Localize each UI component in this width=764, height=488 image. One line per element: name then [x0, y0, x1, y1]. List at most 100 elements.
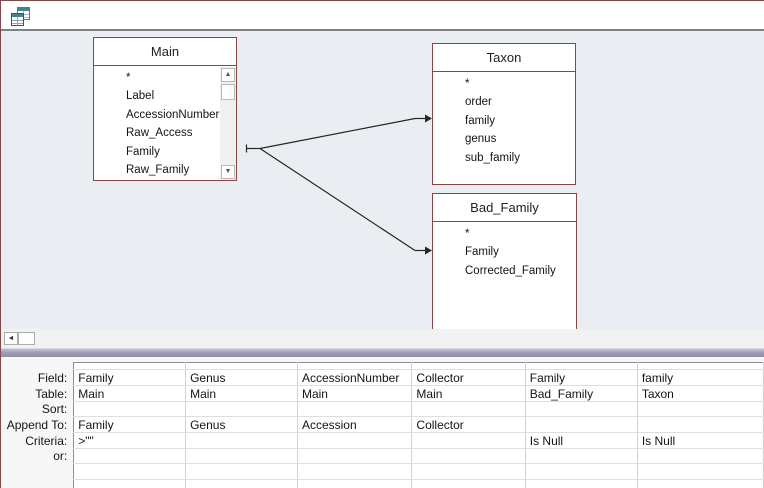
grid-cell-or-col2[interactable] [185, 448, 298, 464]
query-window-title-strip [1, 1, 764, 29]
column-selector-col3[interactable] [297, 362, 413, 370]
column-selector-col2[interactable] [185, 362, 298, 370]
table-field-item[interactable]: Corrected_Family [465, 264, 556, 277]
table-field-item[interactable]: AccessionNumber [126, 108, 220, 121]
scroll-up-icon: ▲ [224, 71, 232, 78]
field-list-title-main[interactable]: Main [94, 38, 236, 66]
join-line-main-badfamily[interactable] [259, 147, 416, 252]
grid-cell-field-col6[interactable]: family [637, 369, 764, 386]
design-pane-horizontal-scrollbar[interactable]: ◄ [1, 329, 764, 348]
scroll-thumb[interactable] [221, 84, 235, 100]
column-selector-col6[interactable] [637, 362, 764, 370]
empty-row-col4[interactable] [411, 463, 526, 480]
grid-cell-sort-col2[interactable] [185, 401, 298, 417]
grid-cell-sort-col5[interactable] [525, 401, 638, 417]
grid-row-label [1, 464, 74, 480]
grid-cell-table-col4[interactable]: Main [411, 385, 526, 402]
column-selector-col5[interactable] [525, 362, 638, 370]
grid-row-label: Criteria: [25, 433, 68, 448]
grid-cell-field-col4[interactable]: Collector [411, 369, 526, 386]
grid-cell-table-col5[interactable]: Bad_Family [525, 385, 638, 402]
grid-row-label: Field: [37, 370, 68, 385]
grid-cell-sort-col4[interactable] [411, 401, 526, 417]
grid-cell-field-col5[interactable]: Family [525, 369, 638, 386]
grid-row-label [1, 480, 74, 488]
table-field-item[interactable]: Family [126, 145, 160, 158]
empty-row-col2[interactable] [185, 479, 298, 488]
grid-row-label: or: [53, 449, 68, 463]
table-field-item[interactable]: Raw_Access [126, 127, 193, 140]
grid-cell-sort-col3[interactable] [297, 401, 413, 417]
grid-row-label: Sort: [41, 402, 68, 416]
grid-cell-table-col2[interactable]: Main [185, 385, 298, 402]
empty-row-col4[interactable] [411, 479, 526, 488]
column-selector-col1[interactable] [73, 362, 187, 370]
grid-cell-field-col2[interactable]: Genus [185, 369, 298, 386]
scroll-left-button[interactable]: ◄ [4, 332, 18, 345]
grid-cell-append_to-col2[interactable]: Genus [185, 416, 298, 433]
table-field-item[interactable]: family [465, 114, 496, 127]
grid-cell-append_to-col6[interactable] [637, 416, 764, 433]
empty-row-col2[interactable] [185, 463, 298, 480]
grid-cell-table-col1[interactable]: Main [73, 385, 187, 402]
empty-row-col5[interactable] [525, 479, 638, 488]
grid-cell-sort-col6[interactable] [637, 401, 764, 417]
table-field-item[interactable]: * [465, 78, 470, 90]
pane-splitter[interactable] [1, 348, 764, 357]
field-list-title-bad-family[interactable]: Bad_Family [433, 194, 576, 222]
grid-row-label: Append To: [6, 417, 68, 432]
grid-cell-criteria-col5[interactable]: Is Null [525, 432, 638, 449]
grid-cell-append_to-col4[interactable]: Collector [411, 416, 526, 433]
horizontal-scroll-thumb[interactable] [18, 332, 35, 345]
grid-cell-or-col1[interactable] [73, 448, 187, 464]
scroll-up-button[interactable]: ▲ [221, 68, 235, 82]
grid-cell-criteria-col3[interactable] [297, 432, 413, 449]
grid-cell-or-col3[interactable] [297, 448, 413, 464]
join-arrowhead-taxon [425, 114, 432, 123]
grid-cell-table-col3[interactable]: Main [297, 385, 413, 402]
empty-row-col5[interactable] [525, 463, 638, 480]
empty-row-col1[interactable] [73, 463, 187, 480]
field-list-taxon[interactable]: Taxon * order family genus sub_family [432, 43, 576, 185]
grid-cell-append_to-col1[interactable]: Family [73, 416, 187, 433]
table-field-item[interactable]: genus [465, 133, 497, 146]
grid-cell-criteria-col2[interactable] [185, 432, 298, 449]
empty-row-col6[interactable] [637, 479, 764, 488]
grid-cell-append_to-col3[interactable]: Accession [297, 416, 413, 433]
join-lines[interactable] [1, 31, 764, 329]
grid-cell-criteria-col4[interactable] [411, 432, 526, 449]
grid-cell-table-col6[interactable]: Taxon [637, 385, 764, 402]
empty-row-col3[interactable] [297, 479, 413, 488]
grid-cell-or-col4[interactable] [411, 448, 526, 464]
empty-row-col1[interactable] [73, 479, 187, 488]
table-field-item[interactable]: order [465, 96, 492, 109]
grid-cell-sort-col1[interactable] [73, 401, 187, 417]
scroll-down-button[interactable]: ▼ [221, 165, 235, 179]
grid-cell-criteria-col6[interactable]: Is Null [637, 432, 764, 449]
grid-cell-append_to-col5[interactable] [525, 416, 638, 433]
column-selector-col4[interactable] [411, 362, 526, 370]
main-fields-scrollbar[interactable]: ▲ ▼ [220, 67, 236, 180]
table-field-item[interactable]: Label [126, 90, 155, 103]
query-tables-icon [11, 7, 30, 26]
table-field-item[interactable]: * [465, 228, 470, 240]
field-list-title-taxon[interactable]: Taxon [433, 44, 575, 72]
join-line-main-taxon[interactable] [259, 117, 416, 150]
grid-cell-or-col6[interactable] [637, 448, 764, 464]
grid-cell-field-col1[interactable]: Family [73, 369, 187, 386]
grid-cell-criteria-col1[interactable]: >"" [73, 432, 187, 449]
table-field-item[interactable]: Raw_Family [126, 164, 190, 177]
empty-row-col6[interactable] [637, 463, 764, 480]
table-field-item[interactable]: * [126, 72, 131, 84]
grid-cell-or-col5[interactable] [525, 448, 638, 464]
empty-row-col3[interactable] [297, 463, 413, 480]
table-field-item[interactable]: sub_family [465, 151, 520, 164]
grid-cell-field-col3[interactable]: AccessionNumber [297, 369, 413, 386]
table-field-item[interactable]: Family [465, 246, 499, 259]
